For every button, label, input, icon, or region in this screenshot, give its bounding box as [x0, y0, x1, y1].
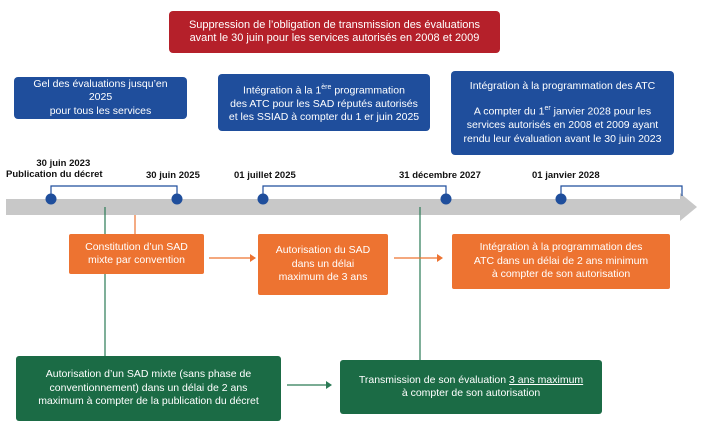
- gel-box: Gel des évaluations jusqu’en 2025 pour t…: [14, 77, 187, 119]
- integration-atc-line2: services autorisés en 2008 et 2009 ayant: [466, 119, 659, 132]
- integration-first-line2: des ATC pour les SAD réputés autorisés: [230, 97, 418, 110]
- integration-atc-sup: er: [544, 105, 551, 113]
- date-2025-juin: 30 juin 2025: [146, 170, 200, 181]
- timeline-dot-2028: [555, 193, 567, 205]
- timeline-dot-2027: [440, 193, 452, 205]
- integration-orange-line2: ATC dans un délai de 2 ans minimum: [473, 254, 649, 267]
- integration-atc-line3: rendu leur évaluation avant le 30 juin 2…: [463, 132, 662, 145]
- autorisation-box: Autorisation du SAD dans un délai maximu…: [258, 234, 388, 295]
- date-2023-line2: Publication du décret: [6, 169, 103, 180]
- timeline-dot-2025-juillet: [257, 193, 269, 205]
- bracket-integration: [262, 185, 447, 199]
- autorisation-line3: maximum de 3 ans: [278, 271, 368, 284]
- arrow-orange-1-head: [250, 254, 256, 262]
- constitution-box: Constitution d’un SAD mixte par conventi…: [69, 234, 204, 274]
- integration-orange-line1: Intégration à la programmation des: [479, 241, 643, 254]
- integration-atc-line1b: janvier 2028 pour les: [550, 105, 652, 118]
- integration-first-line1: Intégration à la 1ère programmation: [243, 81, 405, 98]
- integration-orange-line3: à compter de son autorisation: [491, 268, 631, 281]
- integration-first-line1b: programmation: [331, 84, 405, 96]
- integration-atc-box: Intégration à la programmation des ATC A…: [451, 71, 674, 155]
- autorisation-line2: dans un délai: [291, 257, 355, 270]
- top-banner-line2: avant le 30 juin pour les services autor…: [189, 32, 480, 44]
- transmission-line1u: 3 ans maximum: [509, 373, 584, 386]
- integration-atc-title: Intégration à la programmation des ATC: [469, 79, 656, 92]
- top-banner: Suppression de l’obligation de transmiss…: [169, 11, 500, 53]
- transmission-line1: Transmission de son évaluation 3 ans max…: [359, 374, 583, 388]
- bracket-atc: [560, 185, 683, 199]
- bracket-gel: [50, 185, 178, 199]
- transmission-box: Transmission de son évaluation 3 ans max…: [340, 360, 602, 414]
- gel-line1: Gel des évaluations jusqu’en 2025: [33, 77, 168, 104]
- integration-first-line1a: Intégration à la 1: [243, 84, 322, 96]
- integration-first-sup: ère: [321, 83, 332, 91]
- autorisation-mixte-line1: Autorisation d’un SAD mixte (sans phase …: [45, 368, 252, 381]
- constitution-line2: mixte par convention: [88, 254, 185, 266]
- integration-orange-box: Intégration à la programmation des ATC d…: [452, 234, 670, 289]
- timeline-dot-2025-juin: [171, 193, 183, 205]
- integration-atc-line1: A compter du 1er janvier 2028 pour les: [474, 102, 651, 119]
- arrow-green-head: [326, 381, 332, 389]
- integration-first-box: Intégration à la 1ère programmation des …: [218, 74, 430, 131]
- constitution-line1: Constitution d’un SAD: [85, 240, 188, 253]
- integration-first-line3: et les SSIAD à compter du 1 er juin 2025: [228, 111, 420, 123]
- gel-line2: pour tous les services: [49, 104, 152, 117]
- arrow-orange-2-head: [437, 254, 443, 262]
- autorisation-mixte-line3: maximum à compter de la publication du d…: [38, 395, 259, 408]
- autorisation-mixte-line2: conventionnement) dans un délai de 2 ans: [49, 381, 248, 394]
- autorisation-mixte-box: Autorisation d’un SAD mixte (sans phase …: [16, 356, 281, 421]
- transmission-line2: à compter de son autorisation: [401, 387, 541, 399]
- date-2025-juillet: 01 juillet 2025: [234, 170, 296, 181]
- date-2028: 01 janvier 2028: [532, 170, 600, 181]
- date-2023-line1: 30 juin 2023: [36, 158, 91, 169]
- date-2027: 31 décembre 2027: [399, 170, 481, 181]
- integration-atc-line1a: A compter du 1: [473, 105, 545, 118]
- timeline-dot-2023: [45, 193, 57, 205]
- timeline-arrow: [6, 193, 697, 221]
- top-banner-line1: Suppression de l’obligation de transmiss…: [188, 18, 481, 31]
- autorisation-line1: Autorisation du SAD: [275, 244, 371, 257]
- transmission-line1a: Transmission de son évaluation: [358, 373, 510, 386]
- date-2023: 30 juin 2023 Publication du décret: [6, 158, 103, 180]
